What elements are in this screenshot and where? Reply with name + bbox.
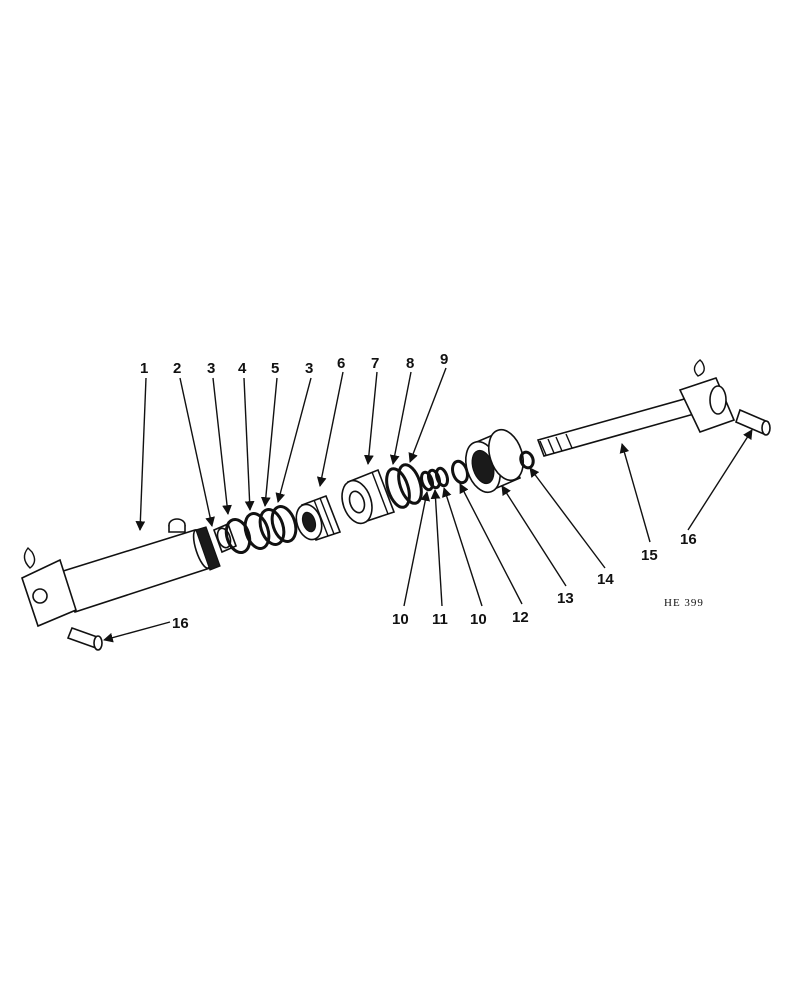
callout-16b: 16 [680,531,697,548]
cylinder-barrel [21,518,221,628]
clevis-pin-right [735,408,771,436]
callout-1: 1 [140,360,148,377]
callout-2: 2 [173,360,181,377]
callout-labels: 1 2 3 4 5 3 6 7 8 9 10 11 10 12 13 14 15… [140,351,697,632]
leader-lines [103,367,753,643]
clevis-pin-left [66,626,103,651]
end-cap-nut [464,428,525,494]
callout-10b: 10 [470,611,487,628]
gland [341,468,396,525]
callout-5: 5 [271,360,279,377]
piston [295,494,342,541]
callout-15: 15 [641,547,658,564]
callout-13: 13 [557,590,574,607]
callout-3a: 3 [207,360,215,377]
piston-rod [536,359,736,457]
callout-11: 11 [432,611,448,628]
o-ring-set [224,505,298,555]
figure-code: HE 399 [664,597,704,609]
callout-9: 9 [440,351,448,368]
callout-16a: 16 [172,615,189,632]
callout-14: 14 [597,571,614,588]
callout-12: 12 [512,609,529,626]
callout-7: 7 [371,355,379,372]
callout-4: 4 [238,360,247,377]
callout-3b: 3 [305,360,313,377]
callout-8: 8 [406,355,414,372]
backup-rings-10-11 [419,466,450,492]
callout-6: 6 [337,355,345,372]
callout-10a: 10 [392,611,409,628]
seal-rings-8-9 [385,463,423,509]
